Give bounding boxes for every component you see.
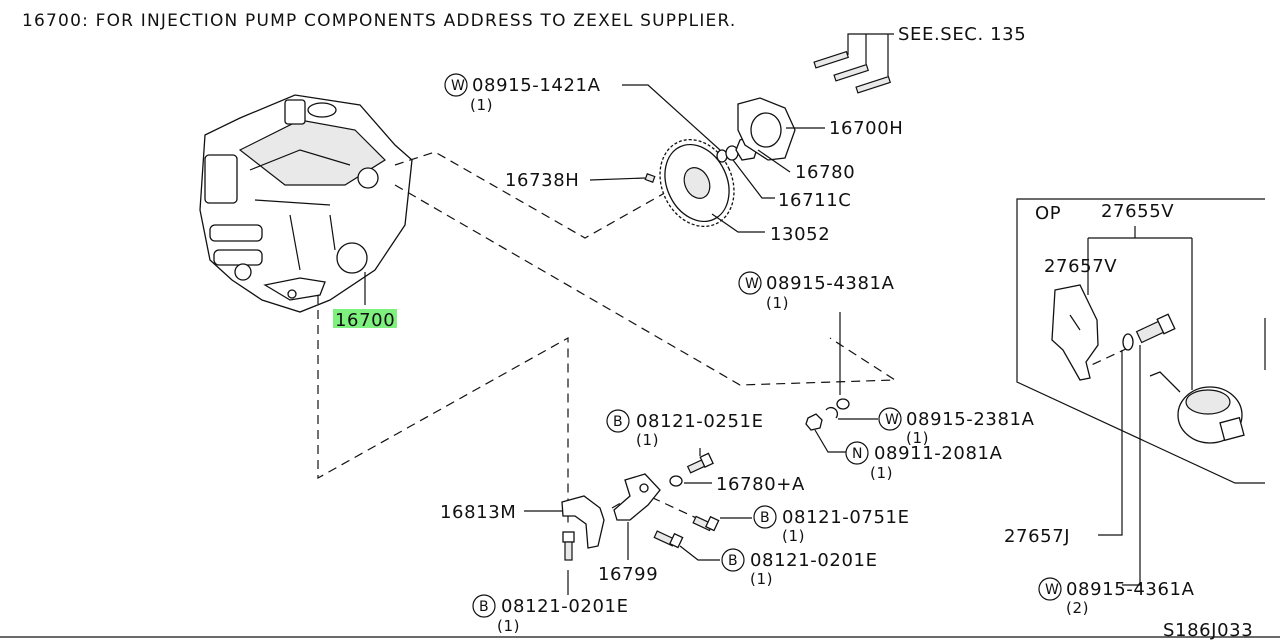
bolt-opt-icon: [1135, 313, 1176, 344]
washer-opt-part[interactable]: 08915-4361A: [1066, 579, 1195, 600]
washer-icon: [716, 145, 739, 163]
bracket-label[interactable]: 16799: [598, 564, 658, 585]
gear-dash-line: [394, 151, 671, 239]
nut-bracket-icon: [669, 475, 683, 487]
nut-right-prefix: N: [852, 446, 862, 462]
pin-leader: [1098, 350, 1123, 536]
washer-top-part[interactable]: 08915-1421A: [472, 75, 601, 96]
bolt-d-qty: (1): [497, 617, 520, 635]
washer-top-leader: [622, 84, 721, 151]
bolt-b-part[interactable]: 08121-0751E: [782, 507, 910, 528]
bolt-a-badge: [606, 409, 630, 433]
bolt-c-part[interactable]: 08121-0201E: [750, 550, 878, 571]
bolt-c-prefix: B: [728, 553, 738, 569]
pump-label-highlight: [333, 309, 397, 328]
bolt-b-qty: (1): [782, 527, 805, 545]
washer-opt-prefix: W: [1045, 582, 1059, 598]
bolt-b-icon: [692, 515, 720, 532]
plate-label[interactable]: 16700H: [829, 118, 903, 139]
option-box: [1016, 198, 1265, 484]
supplier-note: 16700: FOR INJECTION PUMP COMPONENTS ADD…: [22, 11, 737, 31]
key-leader: [589, 177, 646, 181]
stud-bolts-icon: [813, 50, 892, 94]
washer-opt-qty: (2): [1066, 599, 1089, 617]
option-box-label[interactable]: OP: [1035, 203, 1061, 224]
see-sec-leader: [847, 33, 894, 76]
bracket-dash-line: [317, 295, 569, 525]
washer-gear-label[interactable]: 16711C: [778, 190, 851, 211]
option-dash-line: [1084, 347, 1129, 369]
washer-top-badge: [444, 73, 468, 97]
washer-top-qty: (1): [470, 96, 493, 114]
bolt-a-prefix: B: [613, 414, 623, 430]
bolt-b-badge: [753, 505, 777, 529]
nut-top-label[interactable]: 16780: [795, 162, 855, 183]
nut-right-leader: [814, 429, 846, 453]
bolt-c-badge: [721, 548, 745, 572]
nut-top-leader: [757, 149, 791, 173]
bolt-d-part[interactable]: 08121-0201E: [501, 596, 629, 617]
bolt-d-prefix: B: [479, 599, 489, 615]
key-label[interactable]: 16738H: [505, 170, 579, 191]
gear-icon: [659, 138, 735, 228]
injection-pump-icon: [199, 94, 413, 313]
pump-mount-dash-line: [394, 184, 897, 386]
bolt-a-icon: [686, 452, 714, 474]
bracket-m-label[interactable]: 16813M: [440, 502, 516, 523]
bolt-d-badge: [472, 594, 496, 618]
washer-right-icon: [825, 406, 839, 419]
bracket-m-icon: [561, 495, 605, 549]
lever-label[interactable]: 27657V: [1044, 256, 1117, 277]
washer-mid-badge: [738, 271, 762, 295]
gear-label[interactable]: 13052: [770, 224, 830, 245]
bolt-c-qty: (1): [750, 570, 773, 588]
washer-mid-qty: (1): [766, 294, 789, 312]
washer-top-prefix: W: [451, 78, 465, 94]
nut-right-qty: (1): [870, 464, 893, 482]
key-icon: [644, 173, 656, 183]
washer-opt-leader: [1122, 345, 1141, 586]
actuator-icon: [1149, 371, 1245, 444]
nut-right-badge: [845, 441, 869, 465]
bolt-a-qty: (1): [636, 431, 659, 449]
pump-label[interactable]: 16700: [335, 310, 395, 331]
pin-label[interactable]: 27657J: [1004, 526, 1070, 547]
washer-right-part[interactable]: 08915-2381A: [906, 409, 1035, 430]
opt-assembly-leader: [1087, 226, 1193, 390]
nut-bracket-label[interactable]: 16780+A: [716, 474, 805, 495]
washer-mid-icon: [836, 398, 850, 410]
bolt-a-part[interactable]: 08121-0251E: [636, 411, 764, 432]
washer-right-prefix: W: [885, 412, 899, 428]
bolt-b-prefix: B: [760, 510, 770, 526]
see-sec-label[interactable]: SEE.SEC. 135: [898, 24, 1026, 45]
opt-assembly-label[interactable]: 27655V: [1101, 201, 1174, 222]
washer-opt-icon: [1122, 333, 1134, 351]
washer-right-qty: (1): [906, 429, 929, 447]
bolt-c-leader: [679, 545, 720, 561]
washer-gear-leader: [732, 159, 775, 199]
washer-mid-prefix: W: [745, 276, 759, 292]
nut-right-part[interactable]: 08911-2081A: [874, 443, 1003, 464]
washer-opt-badge: [1038, 577, 1062, 601]
washer-right-badge: [878, 407, 902, 431]
bolt-d-icon: [562, 531, 575, 561]
lever-icon: [1051, 284, 1099, 381]
gear-leader: [711, 213, 765, 233]
plate-icon: [737, 97, 796, 161]
bolt-c-icon: [653, 530, 684, 549]
washer-mid-part[interactable]: 08915-4381A: [766, 273, 895, 294]
diagram-code: S186J033: [1163, 620, 1253, 640]
nut-right-icon: [805, 413, 823, 431]
bracket-icon: [613, 473, 661, 521]
